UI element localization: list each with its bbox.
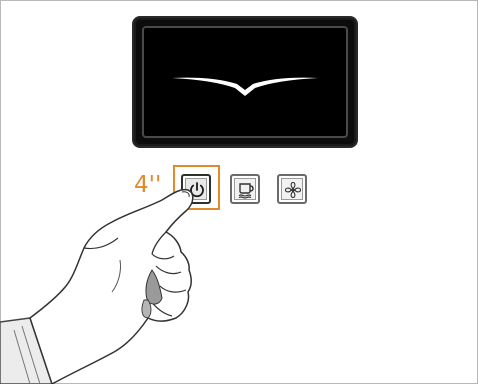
- pointing-hand-illustration: [0, 0, 478, 384]
